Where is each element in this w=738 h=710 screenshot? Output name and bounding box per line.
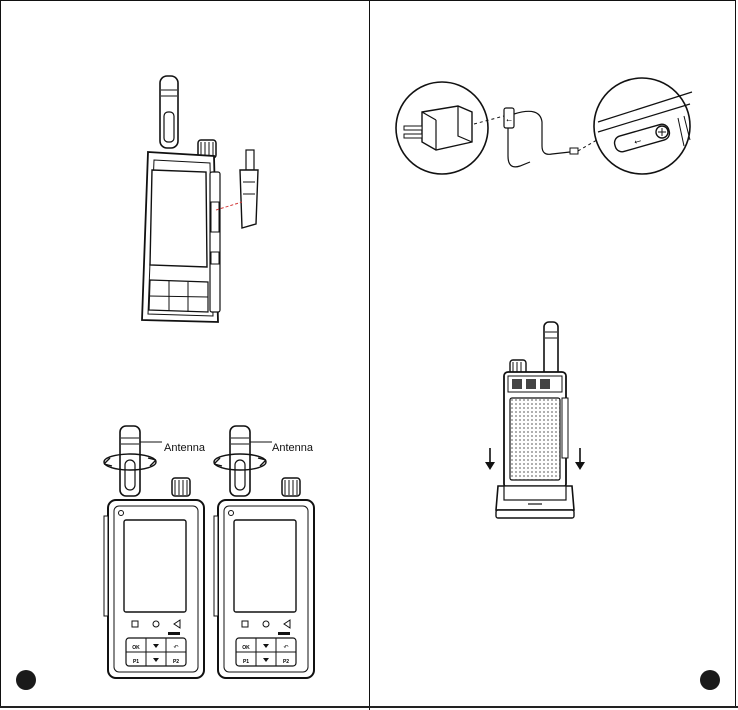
key-ok-left: OK xyxy=(132,645,140,651)
figure-accessory-install xyxy=(130,72,270,332)
antenna-label-right: Antenna xyxy=(272,442,313,454)
svg-text:↶: ↶ xyxy=(173,644,178,651)
radio-left: OK ↶ P1 P2 xyxy=(104,426,204,678)
radio-right: OK ↶ P1 P2 xyxy=(214,426,314,678)
svg-text:↶: ↶ xyxy=(283,644,288,651)
key-ok-right: OK xyxy=(242,645,250,651)
page-bottom-rule xyxy=(0,706,738,708)
page-marker-right xyxy=(700,670,720,690)
key-p1-left: P1 xyxy=(133,659,139,665)
page-divider xyxy=(369,0,370,710)
key-p2-left: P2 xyxy=(173,659,179,665)
figure-desktop-charger xyxy=(478,318,608,528)
usb-symbol-plug: ⭠ xyxy=(506,117,512,124)
page-marker-left xyxy=(16,670,36,690)
key-p2-right: P2 xyxy=(283,659,289,665)
antenna-label-left: Antenna xyxy=(164,442,205,454)
key-p1-right: P1 xyxy=(243,659,249,665)
figure-antenna-install: OK ↶ P1 P2 xyxy=(88,420,328,690)
figure-usb-charging: ⭠ ⭠ xyxy=(392,78,702,188)
